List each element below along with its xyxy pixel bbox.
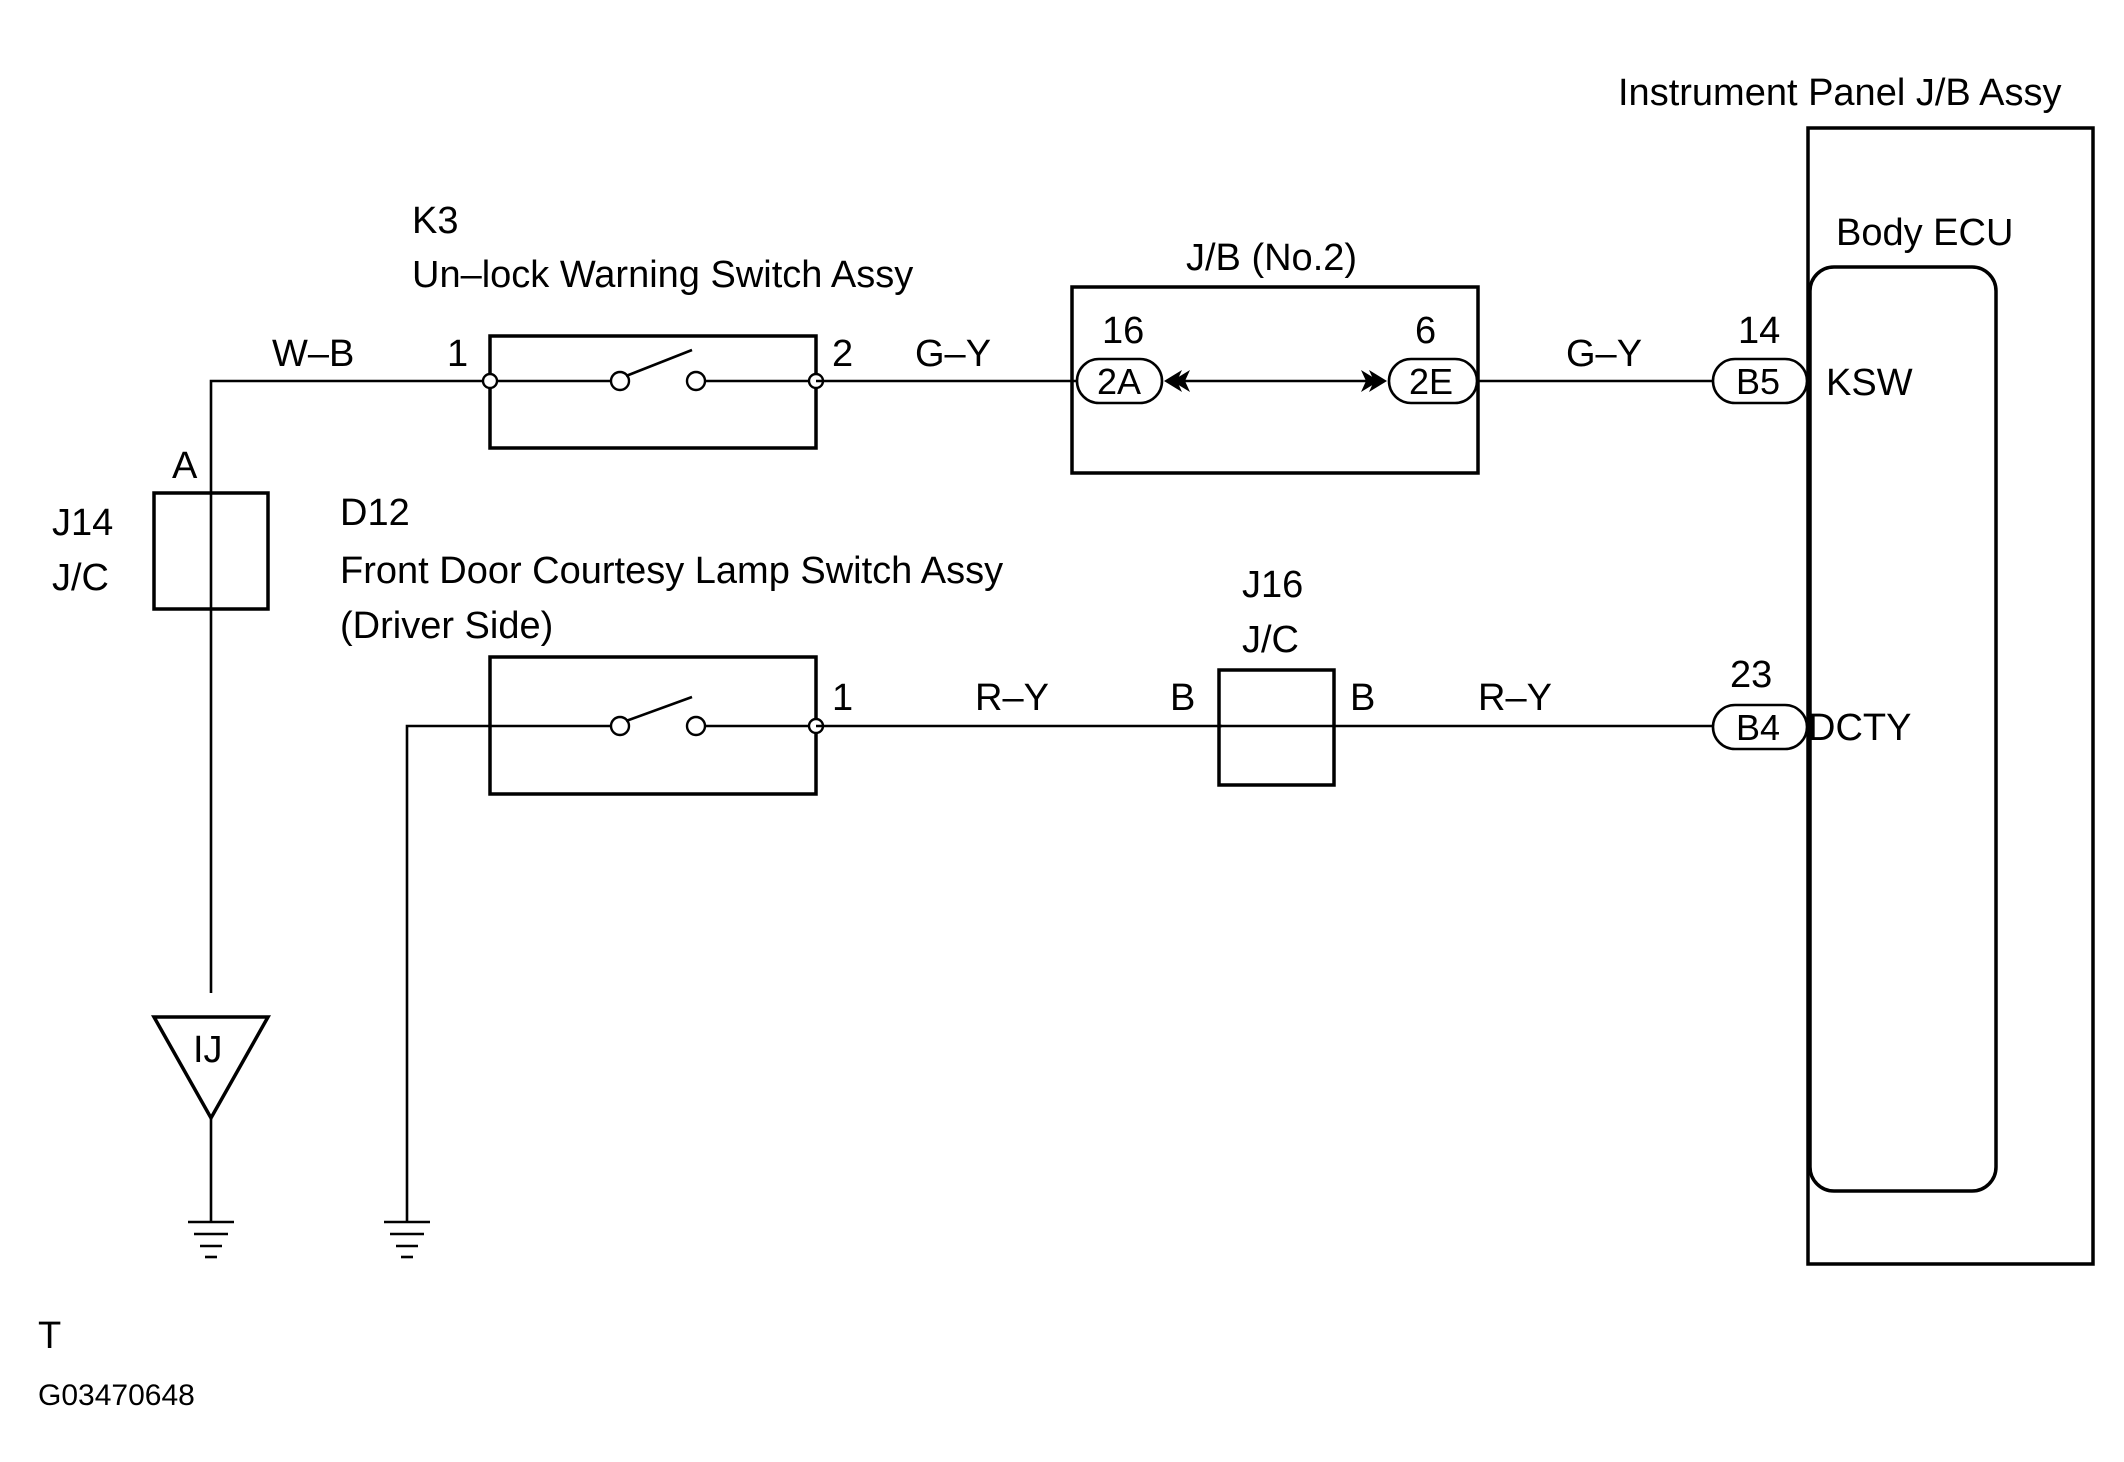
d12-code: D12 (340, 492, 410, 534)
d12-switch-pivot (609, 715, 631, 737)
footer-letter: T (38, 1315, 61, 1357)
ecu-signal-ksw: KSW (1826, 362, 1913, 404)
j16-type: J/C (1242, 619, 1299, 661)
j16-code: J16 (1242, 564, 1303, 606)
body-ecu-box (1808, 265, 1998, 1193)
wire-g-y-2-label: G–Y (1566, 333, 1642, 375)
wire-g-y-1-label: G–Y (915, 333, 991, 375)
j16-pin-left: B (1170, 677, 1195, 719)
d12-name: Front Door Courtesy Lamp Switch Assy (340, 550, 1003, 592)
d12-switch-blade (625, 695, 693, 723)
j14-code: J14 (52, 502, 113, 544)
ecu-terminal-b5-pin: 14 (1738, 310, 1780, 352)
instrument-panel-title: Instrument Panel J/B Assy (1618, 72, 2062, 114)
jb2-arrow-left-2 (1172, 370, 1190, 392)
body-ecu-title: Body ECU (1836, 212, 2013, 254)
wire-r-y-2-label: R–Y (1478, 677, 1552, 719)
ecu-connector-b4-label: B4 (1736, 707, 1780, 748)
wire-d12-ground (405, 724, 490, 1222)
ecu-connector-b4 (1711, 703, 1809, 751)
k3-box (488, 334, 818, 450)
d12-side: (Driver Side) (340, 605, 553, 647)
k3-switch-contact (685, 370, 707, 392)
jb2-title: J/B (No.2) (1186, 237, 1357, 279)
ecu-connector-b5 (1711, 357, 1809, 405)
jb2-connector-2a-label: 2A (1097, 361, 1141, 402)
ecu-connector-b5-label: B5 (1736, 361, 1780, 402)
k3-switch-pivot (609, 370, 631, 392)
j16-pin-right: B (1350, 677, 1375, 719)
k3-pin-right: 2 (832, 333, 853, 375)
jb2-left-pin: 16 (1102, 310, 1144, 352)
jb2-connector-2e-label: 2E (1409, 361, 1453, 402)
jb2-connector-2a (1075, 357, 1164, 405)
j14-box (152, 491, 270, 611)
k3-terminal-1 (481, 372, 499, 390)
ground-point-ij-triangle (151, 1015, 271, 1122)
wire-w-b-label: W–B (272, 333, 354, 375)
wire-w-b (209, 379, 490, 993)
ground-symbol-right-icon (384, 1220, 430, 1259)
ground-point-ij-label: IJ (193, 1029, 223, 1071)
jb2-right-pin: 6 (1415, 310, 1436, 352)
k3-switch-blade (625, 348, 693, 378)
figure-id: G03470648 (38, 1379, 195, 1412)
ecu-signal-dcty: DCTY (1808, 707, 1911, 749)
d12-switch-contact (685, 715, 707, 737)
j16-box (1217, 668, 1336, 787)
k3-code: K3 (412, 200, 458, 242)
jb2-arrow-right-2 (1361, 370, 1379, 392)
d12-pin: 1 (832, 677, 853, 719)
wire-r-y-1-label: R–Y (975, 677, 1049, 719)
ground-symbol-left-icon (188, 1220, 234, 1259)
instrument-panel-box (1806, 126, 2095, 1266)
ecu-terminal-b4-pin: 23 (1730, 654, 1772, 696)
j14-type: J/C (52, 557, 109, 599)
k3-name: Un–lock Warning Switch Assy (412, 254, 913, 296)
k3-pin-left: 1 (447, 333, 468, 375)
j14-pin-a: A (172, 445, 198, 487)
